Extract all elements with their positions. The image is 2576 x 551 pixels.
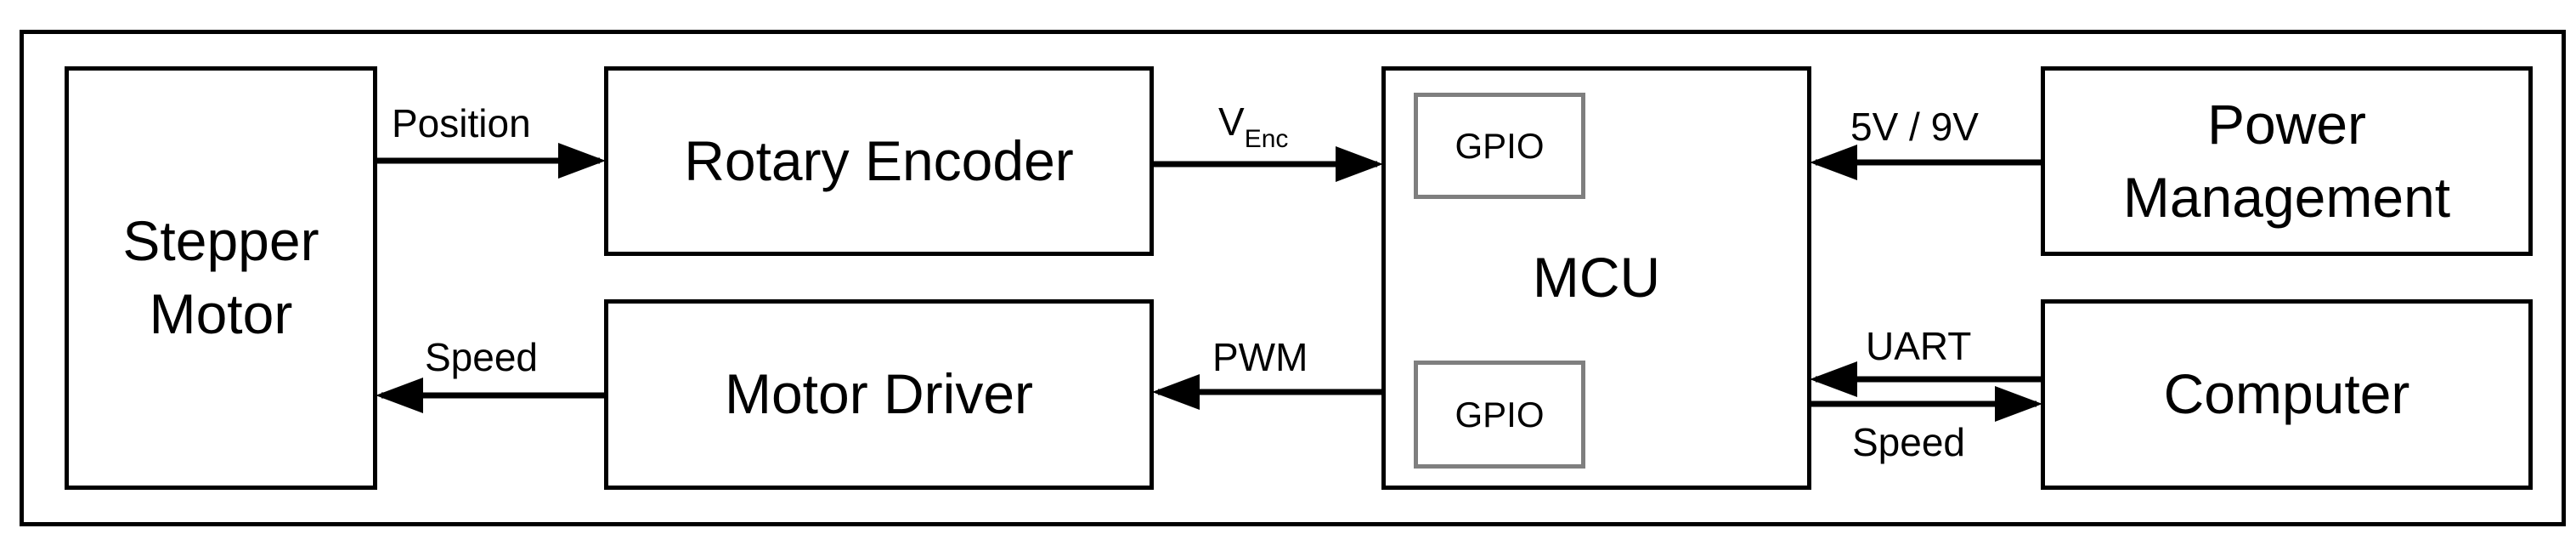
v-enc-label: VEnc: [1218, 102, 1288, 152]
speed-to-motor-label: Speed: [425, 335, 539, 379]
uart-label: UART: [1866, 324, 1972, 368]
pwm-label: PWM: [1212, 335, 1308, 379]
v-enc-main: V: [1218, 99, 1245, 144]
v-enc-subscript: Enc: [1244, 125, 1289, 153]
supply-voltage-label: 5V / 9V: [1850, 105, 1979, 149]
speed-to-computer-label: Speed: [1852, 420, 1966, 464]
gpio-bottom: GPIO: [1414, 361, 1585, 469]
power-management-block: Power Management: [2041, 66, 2533, 256]
mcu-label: MCU: [1532, 246, 1661, 310]
rotary-encoder-block: Rotary Encoder: [604, 66, 1154, 256]
position-label: Position: [392, 101, 531, 145]
computer-block: Computer: [2041, 299, 2533, 490]
gpio-top: GPIO: [1414, 93, 1585, 199]
stepper-motor-block: Stepper Motor: [65, 66, 377, 490]
diagram-frame: [20, 30, 2566, 526]
motor-driver-block: Motor Driver: [604, 299, 1154, 490]
